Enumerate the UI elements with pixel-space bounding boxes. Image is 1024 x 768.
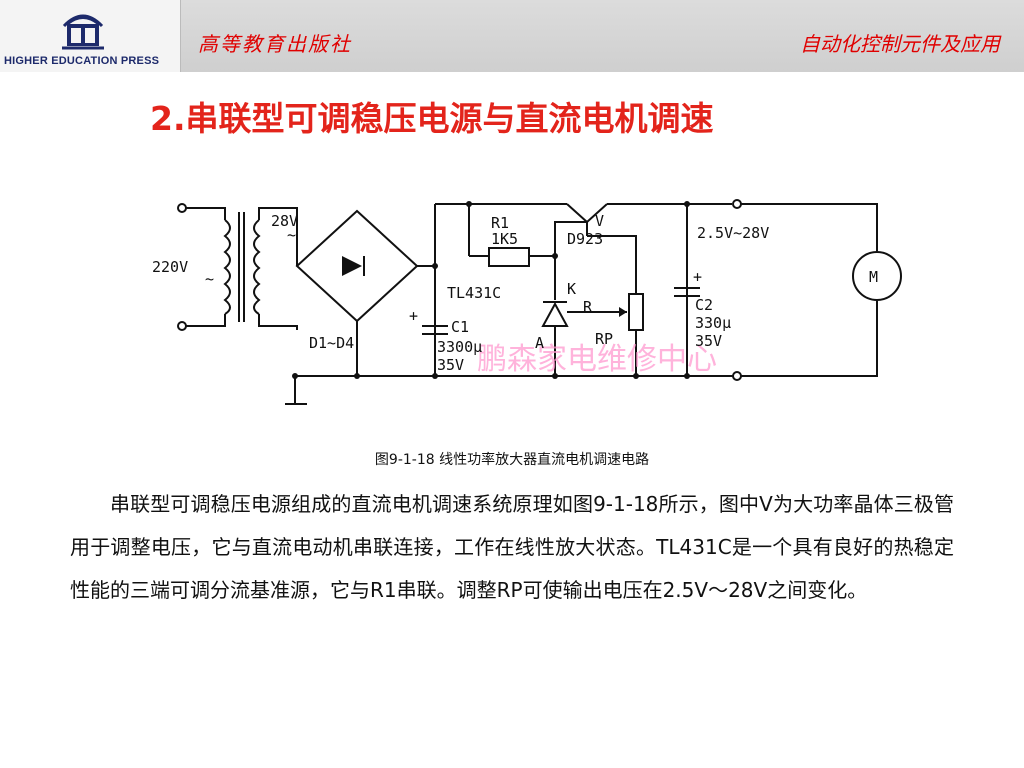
label-bridge: D1~D4 [309,334,354,352]
label-ac-tilde: ~ [205,270,214,288]
label-c1-plus: + [409,307,418,325]
label-ac-input: 220V [152,258,188,276]
label-c1-value: 3300μ [437,338,482,356]
label-r: R [583,298,593,316]
label-r1: R1 [491,214,509,232]
watermark-text: 鹏森家电维修中心 [477,342,717,377]
circuit-schematic: 鹏森家电维修中心 220V ~ 28V ~ D1~D4 R1 1K5 V D92… [152,199,902,405]
circuit-diagram: 鹏森家电维修中心 220V ~ 28V ~ D1~D4 R1 1K5 V D92… [147,176,927,422]
book-emblem-icon [62,14,104,50]
course-name: 自动化控制元件及应用 [800,32,1000,56]
label-c2-voltage: 35V [695,332,722,350]
label-c2: C2 [695,296,713,314]
label-c1-voltage: 35V [437,356,464,374]
publisher-name: 高等教育出版社 [198,32,352,56]
slide-header: HIGHER EDUCATION PRESS 高等教育出版社 自动化控制元件及应… [0,0,1024,72]
label-c2-plus: + [693,268,702,286]
figure-caption: 图9-1-18 线性功率放大器直流电机调速电路 [374,452,650,468]
label-output-range: 2.5V~28V [697,224,769,242]
label-a: A [535,334,544,352]
label-transistor-part: D923 [567,230,603,248]
label-transistor: V [595,212,604,230]
label-secondary-voltage: 28V [271,212,298,230]
body-paragraph: 串联型可调稳压电源组成的直流电机调速系统原理如图9-1-18所示，图中V为大功率… [70,492,954,602]
label-rp: RP [595,330,613,348]
label-r1-value: 1K5 [491,230,518,248]
label-c2-value: 330μ [695,314,731,332]
slide-title: 2.串联型可调稳压电源与直流电机调速 [150,99,714,138]
label-k: K [567,280,576,298]
label-c1: C1 [451,318,469,336]
label-regulator: TL431C [447,284,501,302]
label-secondary-tilde: ~ [287,226,296,244]
label-motor: M [869,268,878,286]
logo-text: HIGHER EDUCATION PRESS [4,55,160,67]
publisher-logo: HIGHER EDUCATION PRESS [0,0,181,72]
